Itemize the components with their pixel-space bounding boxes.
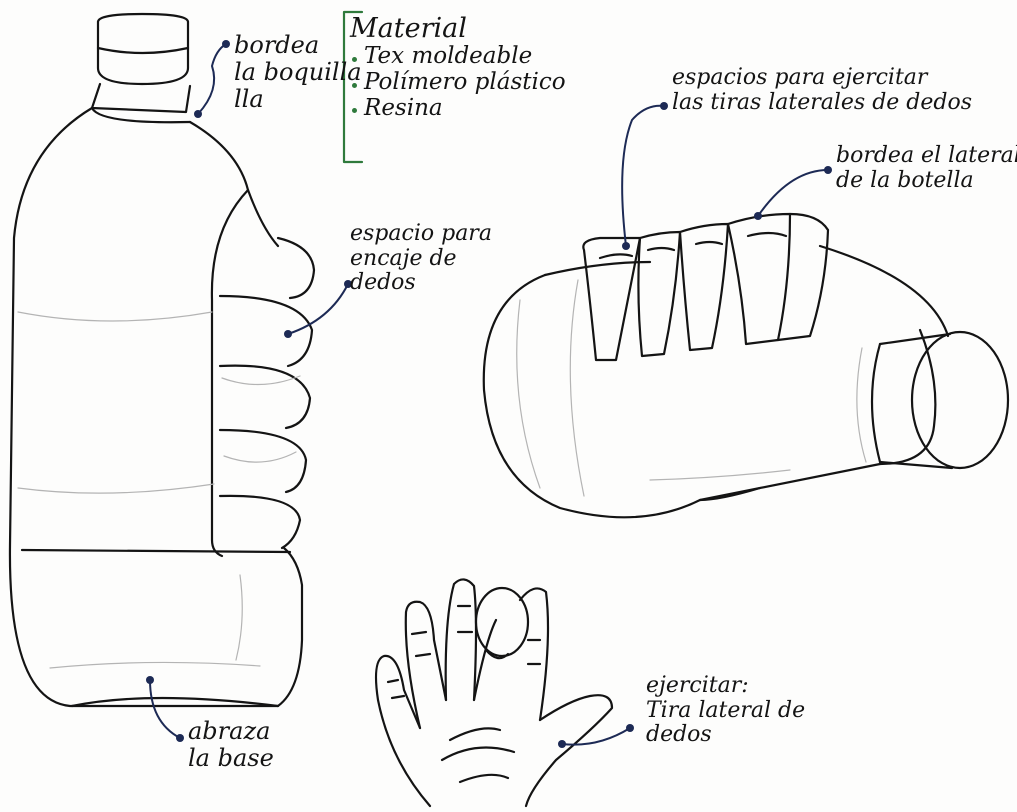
label-line: ejercitar:: [646, 674, 805, 699]
leader-encaje: [288, 284, 348, 334]
label-line: la boquilla: [234, 59, 362, 86]
upright-bottle-illustration: [10, 14, 314, 706]
leader-lateral: [758, 170, 828, 216]
label-line: espacio para: [350, 222, 492, 247]
lying-bottle-illustration: [484, 214, 1008, 517]
label-line: dedos: [350, 271, 492, 296]
label-espacios-ejercitar: espacios para ejercitar las tiras latera…: [672, 66, 972, 115]
material-item: Polímero plástico: [350, 70, 566, 96]
hand-illustration: [376, 579, 612, 806]
label-line: bordea: [234, 32, 362, 59]
leader-boquilla: [198, 44, 226, 114]
material-list: Material Tex moldeable Polímero plástico…: [350, 14, 566, 121]
label-bordea-lateral: bordea el lateral de la botella: [836, 144, 1017, 193]
label-espacio-encaje: espacio para encaje de dedos: [350, 222, 492, 296]
label-bordea-boquilla: bordea la boquilla lla: [234, 32, 362, 113]
label-line: encaje de: [350, 247, 492, 272]
label-abraza-base: abraza la base: [188, 718, 274, 772]
label-line: dedos: [646, 723, 805, 748]
material-title: Material: [350, 14, 566, 44]
leader-ejercitar: [562, 728, 630, 745]
label-ejercitar-tira: ejercitar: Tira lateral de dedos: [646, 674, 805, 748]
label-line: abraza: [188, 718, 274, 745]
leader-espacios: [622, 106, 664, 246]
label-line: de la botella: [836, 169, 1017, 194]
label-line: bordea el lateral: [836, 144, 1017, 169]
material-item: Resina: [350, 96, 566, 122]
leader-base: [150, 680, 180, 738]
label-line: las tiras laterales de dedos: [672, 91, 972, 116]
label-line: lla: [234, 86, 362, 113]
label-line: la base: [188, 745, 274, 772]
label-line: Tira lateral de: [646, 699, 805, 724]
label-line: espacios para ejercitar: [672, 66, 972, 91]
material-item: Tex moldeable: [350, 44, 566, 70]
